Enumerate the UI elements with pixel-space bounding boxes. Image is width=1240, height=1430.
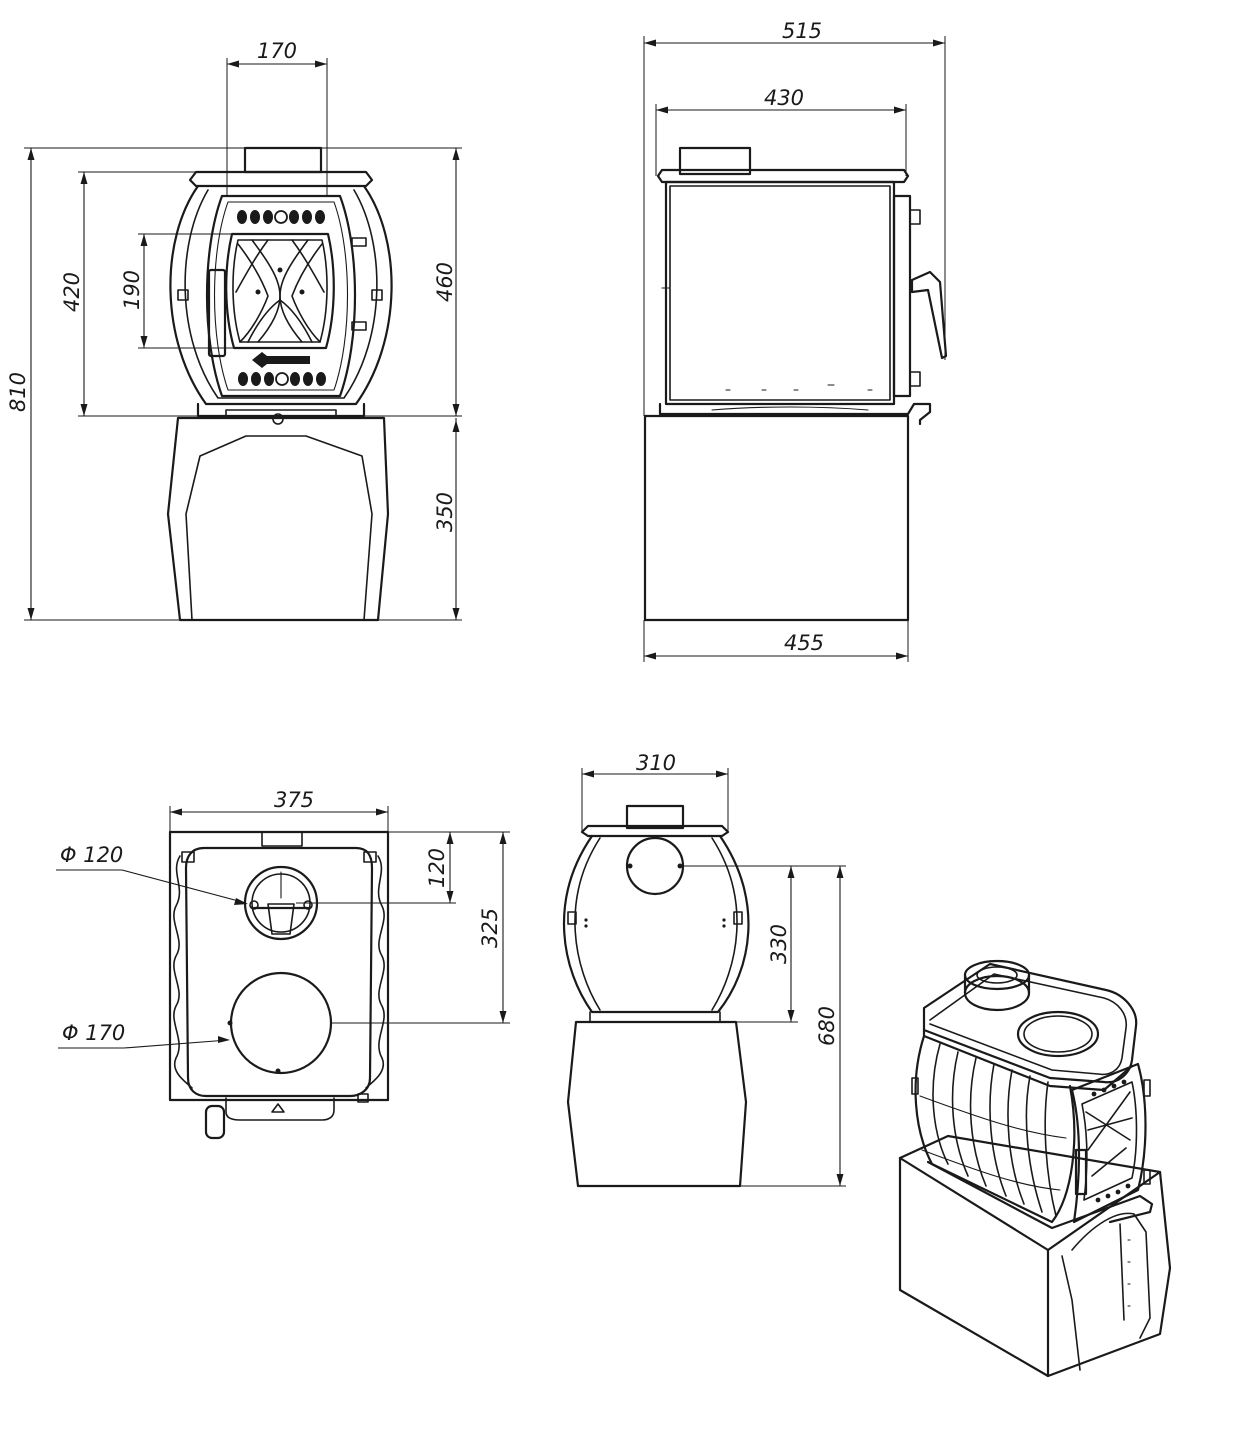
- dim-front-glass-190: 190: [120, 270, 144, 310]
- isometric-view: [898, 959, 1172, 1378]
- upper-vent-holes: [237, 210, 325, 224]
- side-dimensions: 515 430 455: [643, 19, 946, 662]
- lower-vent-holes: [238, 372, 326, 386]
- rear-dimensions: 310 330 680: [581, 751, 846, 1187]
- top-dimensions: 375 Φ 120 Φ 170 120 325: [56, 788, 510, 1049]
- dim-rear-width-310: 310: [636, 751, 676, 775]
- dim-top-hob-diameter: Φ 170: [62, 1021, 125, 1045]
- dim-top-flue-diameter: Φ 120: [60, 843, 123, 867]
- door-glass-lattice: [225, 232, 335, 350]
- rear-view: [562, 804, 750, 1188]
- dim-top-flue-offset-120: 120: [425, 848, 449, 888]
- front-view: [166, 146, 393, 622]
- dim-top-width-375: 375: [274, 788, 314, 812]
- front-dimensions: 170 810 420 190 460 350: [6, 39, 462, 621]
- dim-rear-outlet-330: 330: [767, 924, 791, 964]
- side-view: [643, 146, 948, 622]
- dim-side-stand-455: 455: [784, 631, 824, 655]
- dim-front-width-170: 170: [257, 39, 297, 63]
- dim-front-height-810: 810: [6, 372, 30, 412]
- dim-front-body-420: 420: [60, 272, 84, 312]
- dim-front-upper-460: 460: [433, 262, 457, 302]
- dim-top-hob-offset-325: 325: [478, 908, 502, 948]
- dim-side-body-430: 430: [764, 86, 804, 110]
- top-view: [168, 830, 390, 1140]
- dim-front-stand-350: 350: [433, 492, 457, 532]
- dim-rear-height-680: 680: [815, 1006, 839, 1046]
- dim-side-depth-515: 515: [782, 19, 822, 43]
